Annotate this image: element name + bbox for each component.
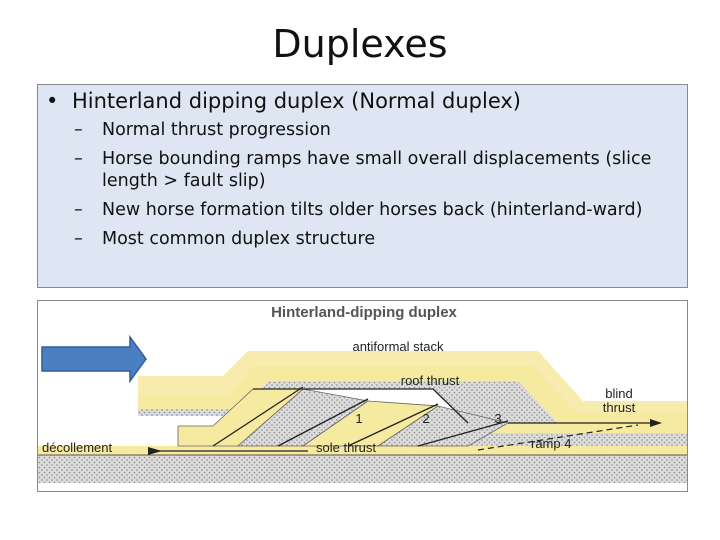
sub-bullet-text: Horse bounding ramps have small overall …	[102, 149, 652, 191]
label-sole-thrust: sole thrust	[316, 440, 376, 455]
label-roof-thrust: roof thrust	[401, 373, 460, 388]
duplex-diagram-svg: Hinterland-dipping duplex antiformal sta…	[38, 304, 687, 483]
label-horse-2: 2	[422, 411, 429, 426]
ramp-line-4	[417, 420, 509, 447]
sub-bullet-text: Normal thrust progression	[102, 120, 331, 140]
dash-marker: –	[74, 200, 83, 220]
label-antiformal-stack: antiformal stack	[352, 339, 444, 354]
roof-thrust-line	[253, 388, 469, 424]
label-blind: blind	[605, 386, 632, 401]
ramp-line-3	[347, 403, 439, 447]
sub-bullet: –Most common duplex structure	[74, 228, 674, 250]
transport-direction-arrow	[41, 334, 147, 384]
ramp-line-1	[212, 386, 304, 447]
foreland-yellow-layer	[468, 423, 687, 433]
label-horse-1: 1	[355, 411, 362, 426]
dash-marker: –	[74, 229, 83, 249]
bullet-dot: •	[46, 89, 59, 113]
label-ramp-4: ramp 4	[531, 436, 571, 451]
sub-bullet: –Horse bounding ramps have small overall…	[74, 148, 674, 192]
dash-marker: –	[74, 149, 83, 169]
sub-bullet-text: New horse formation tilts older horses b…	[102, 200, 643, 220]
slide-title: Duplexes	[272, 22, 448, 66]
label-decollement: décollement	[42, 440, 112, 455]
sub-bullet: –Normal thrust progression	[74, 119, 674, 141]
sole-thrust-arrowhead	[148, 447, 162, 455]
roof-yellow-layer	[138, 366, 687, 423]
main-bullet-text: Hinterland dipping duplex (Normal duplex…	[72, 89, 521, 113]
sub-bullet-text: Most common duplex structure	[102, 229, 376, 249]
ramp-line-2	[277, 398, 369, 447]
base-yellow-layer	[38, 446, 687, 455]
main-bullet: • Hinterland dipping duplex (Normal duple…	[46, 89, 521, 113]
upper-yellow-layer	[138, 351, 687, 413]
basement-layer	[38, 455, 687, 483]
label-horse-3: 3	[494, 411, 501, 426]
blind-thrust-arrowhead	[650, 419, 662, 427]
bullet-box: • Hinterland dipping duplex (Normal duple…	[37, 84, 688, 288]
dash-marker: –	[74, 120, 83, 140]
label-thrust: thrust	[603, 400, 636, 415]
sub-bullet-list: –Normal thrust progression –Horse boundi…	[74, 119, 674, 257]
diagram-title: Hinterland-dipping duplex	[271, 304, 457, 321]
sub-bullet: –New horse formation tilts older horses …	[74, 199, 674, 221]
ramp-4-dashed	[477, 424, 639, 451]
duplex-diagram: Hinterland-dipping duplex antiformal sta…	[37, 300, 688, 492]
